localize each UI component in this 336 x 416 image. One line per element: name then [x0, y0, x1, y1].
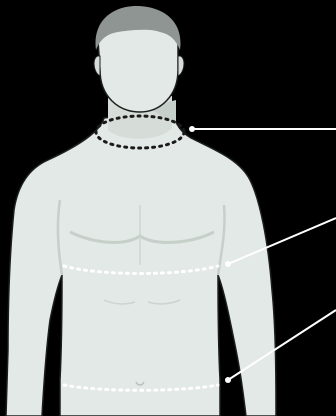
- torso-silhouette: [6, 110, 276, 416]
- neck-leader-dot: [189, 126, 195, 132]
- right-ear: [178, 56, 184, 76]
- waist-leader-dot: [225, 377, 231, 383]
- chest-leader-dot: [225, 261, 231, 267]
- left-ear: [94, 56, 100, 76]
